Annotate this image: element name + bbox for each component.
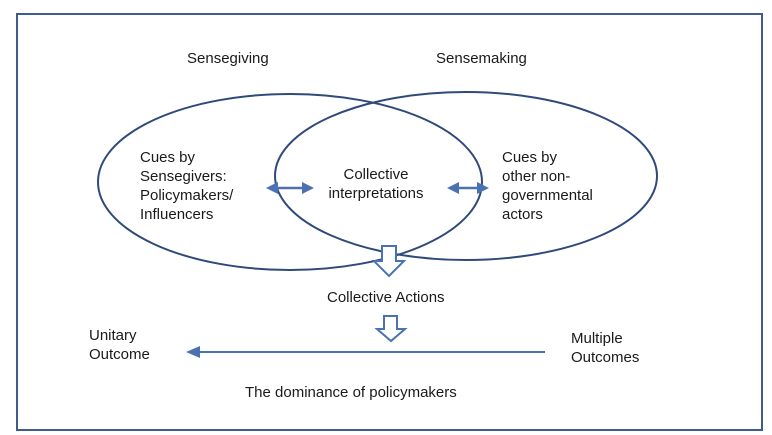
cues-other-actors-label: Cues by other non- governmental actors xyxy=(502,149,593,223)
cues-sensegivers-label: Cues by Sensegivers: Policymakers/ Influ… xyxy=(140,149,234,223)
diagram-frame xyxy=(16,13,763,431)
dominance-label: The dominance of policymakers xyxy=(245,384,457,401)
unitary-outcome-label: Unitary Outcome xyxy=(89,327,150,363)
left-double-arrow xyxy=(266,182,314,194)
sensemaking-ellipse xyxy=(274,91,658,261)
dominance-arrow xyxy=(186,346,545,358)
sensegiving-title: Sensegiving xyxy=(187,50,269,67)
multiple-outcomes-label: Multiple Outcomes xyxy=(571,330,640,366)
down-arrow-to-outcomes xyxy=(374,315,408,343)
collective-interpretations-label: Collective interpretations xyxy=(328,166,424,202)
collective-actions-label: Collective Actions xyxy=(327,289,445,306)
sensegiving-ellipse xyxy=(97,93,483,271)
down-arrow-to-actions xyxy=(371,245,407,278)
sensemaking-title: Sensemaking xyxy=(436,50,527,67)
right-double-arrow xyxy=(447,182,489,194)
